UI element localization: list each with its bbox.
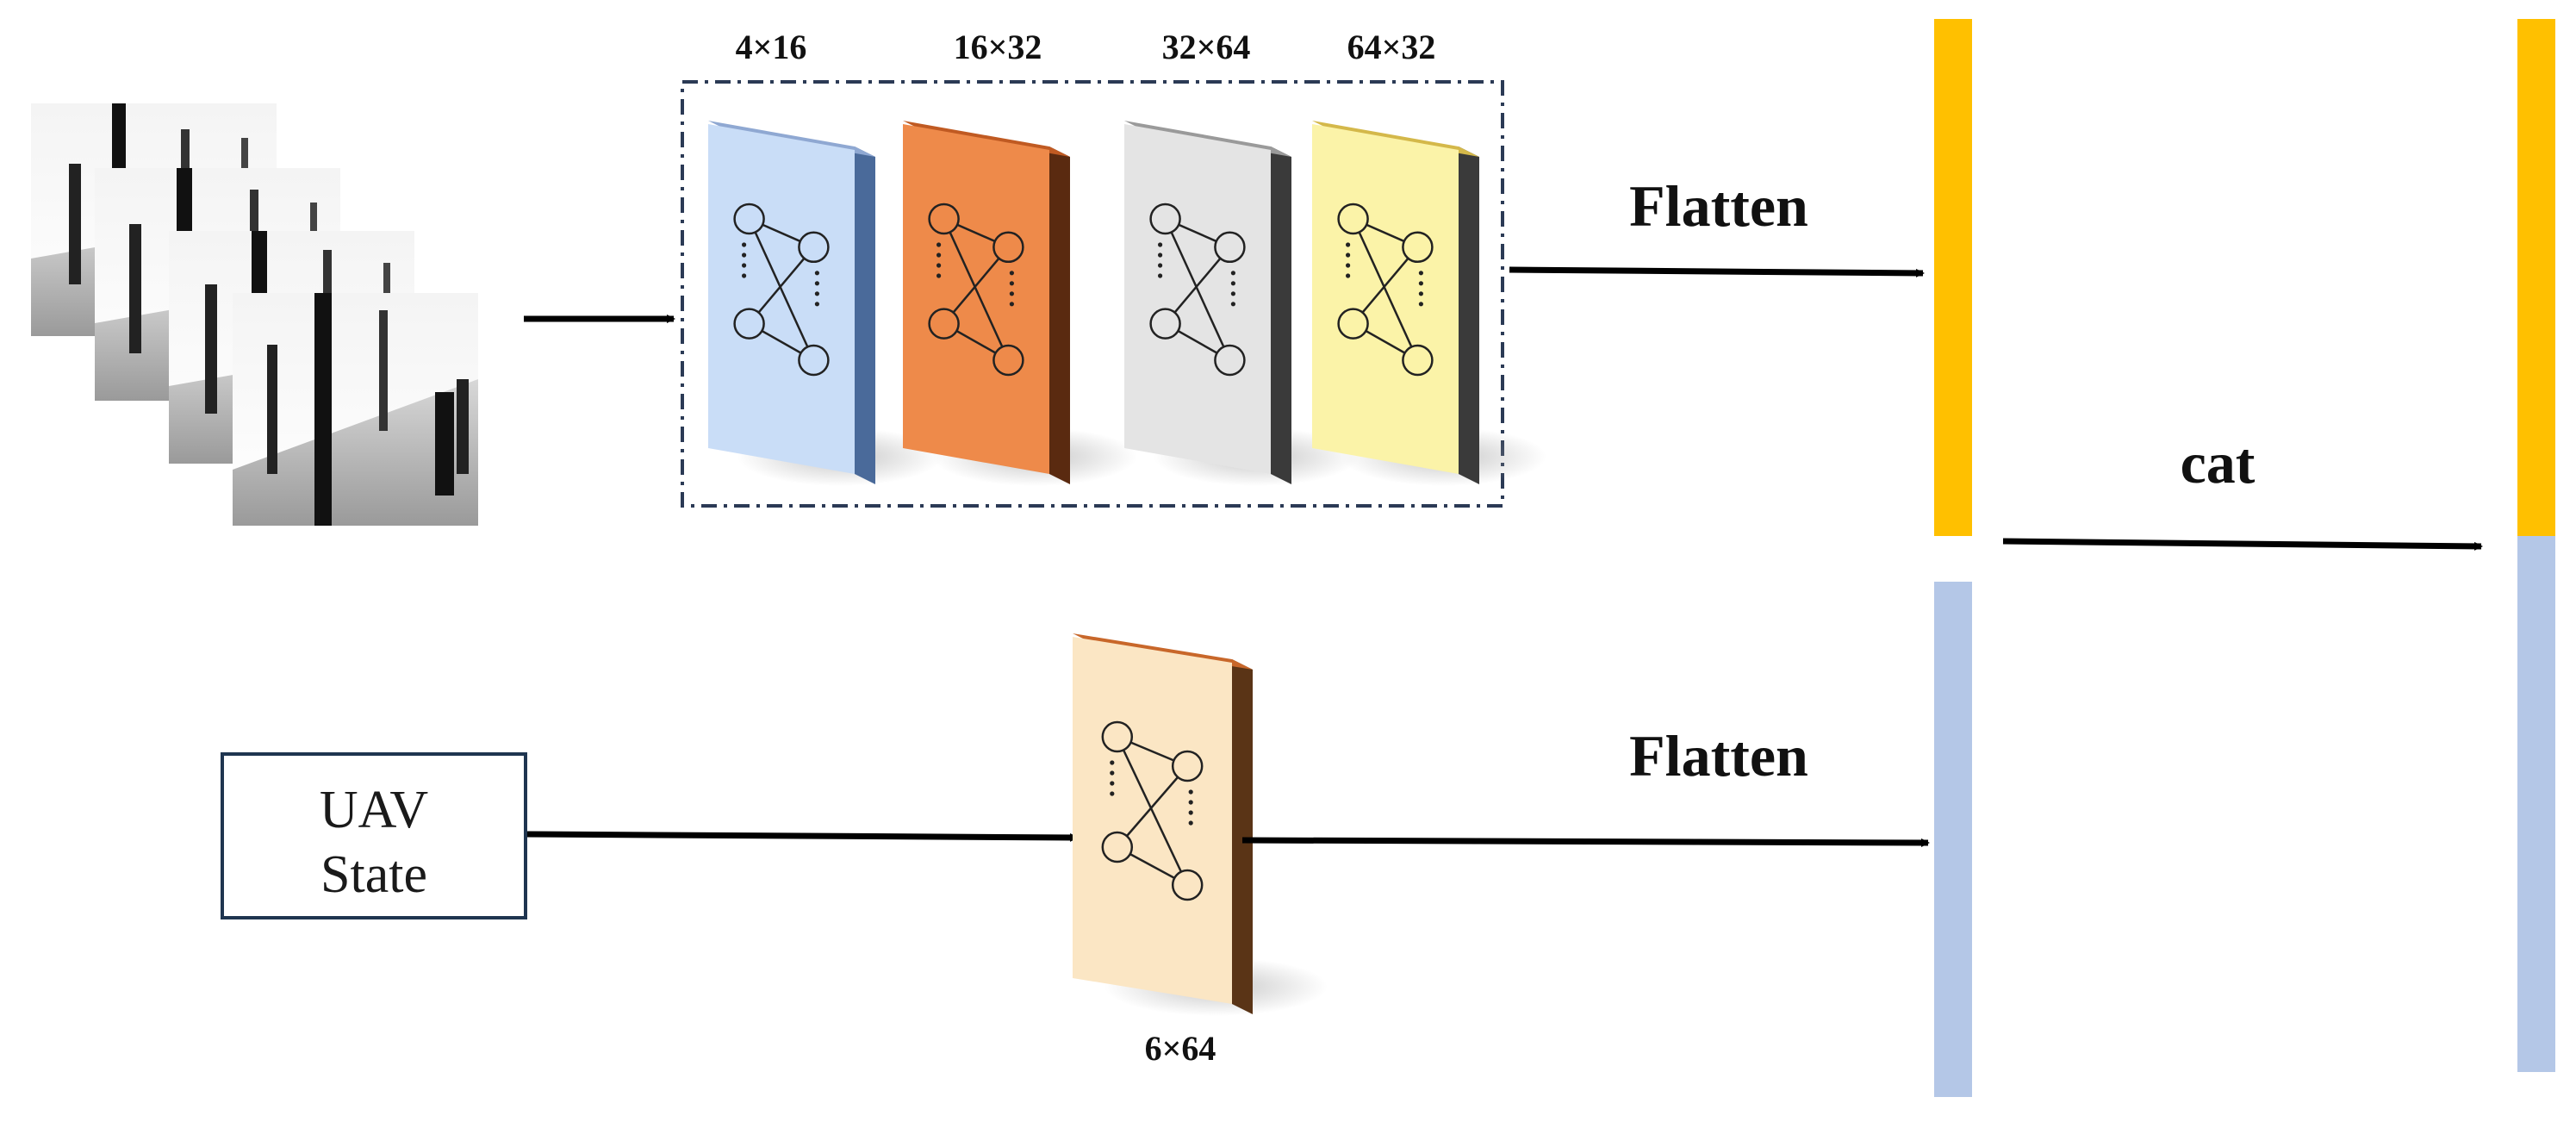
- state-layer-label: 6×64: [1145, 1029, 1216, 1068]
- uav-state-line-2: State: [320, 845, 427, 904]
- state-layer-slab-side: [1232, 659, 1253, 1014]
- cnn-layer-1-face: [708, 124, 855, 474]
- input-frame-4: [233, 293, 478, 526]
- cnn-layer-4-label: 64×32: [1347, 28, 1436, 66]
- cnn-layer-3-face: [1124, 124, 1271, 474]
- cnn-layers: [708, 121, 1546, 486]
- cnn-layer-1: [708, 121, 943, 486]
- cnn-layer-2-side: [1049, 146, 1070, 484]
- uav-state-line-1: UAV: [320, 781, 429, 839]
- cat-label: cat: [2181, 430, 2256, 496]
- state-layer-slab-face: [1073, 637, 1232, 1004]
- flatten-top-label: Flatten: [1629, 173, 1808, 239]
- arrow-state-to-mlp: [526, 831, 1079, 842]
- cnn-layer-2-network-icon: [928, 203, 1024, 377]
- arrow-cnn-to-image-feature: [1509, 266, 1925, 277]
- cnn-layer-3: [1124, 121, 1359, 486]
- cnn-layer-2: [903, 121, 1137, 486]
- cnn-layer-1-side: [855, 146, 875, 484]
- concat-image-part: [2517, 19, 2555, 536]
- state-layer-slab: [1073, 633, 1328, 1016]
- cnn-layer-1-network-icon: [733, 203, 830, 377]
- cnn-layer-4-side: [1459, 146, 1479, 484]
- cnn-layer-2-label: 16×32: [954, 28, 1042, 66]
- state-mlp-layer: [1073, 633, 1328, 1016]
- uav-state-box: [221, 752, 527, 919]
- state-feature-vector: [1934, 582, 1972, 1097]
- concat-state-part: [2517, 536, 2555, 1072]
- cnn-layer-4: [1312, 121, 1546, 486]
- cnn-layer-4-face: [1312, 124, 1459, 474]
- image-feature-vector: [1934, 19, 1972, 536]
- cnn-layer-2-face: [903, 124, 1049, 474]
- state-layer-slab-network-icon: [1101, 720, 1204, 901]
- flatten-bottom-label: Flatten: [1629, 723, 1808, 789]
- arrow-mlp-to-state-feature: [1241, 837, 1930, 847]
- cnn-layer-3-side: [1271, 146, 1291, 484]
- cnn-layer-4-network-icon: [1337, 203, 1434, 377]
- cnn-layer-3-network-icon: [1149, 203, 1246, 377]
- input-image-stack: [31, 103, 478, 526]
- arrow-concat: [2002, 538, 2483, 551]
- cnn-layer-3-label: 32×64: [1162, 28, 1251, 66]
- cnn-layer-1-label: 4×16: [736, 28, 807, 66]
